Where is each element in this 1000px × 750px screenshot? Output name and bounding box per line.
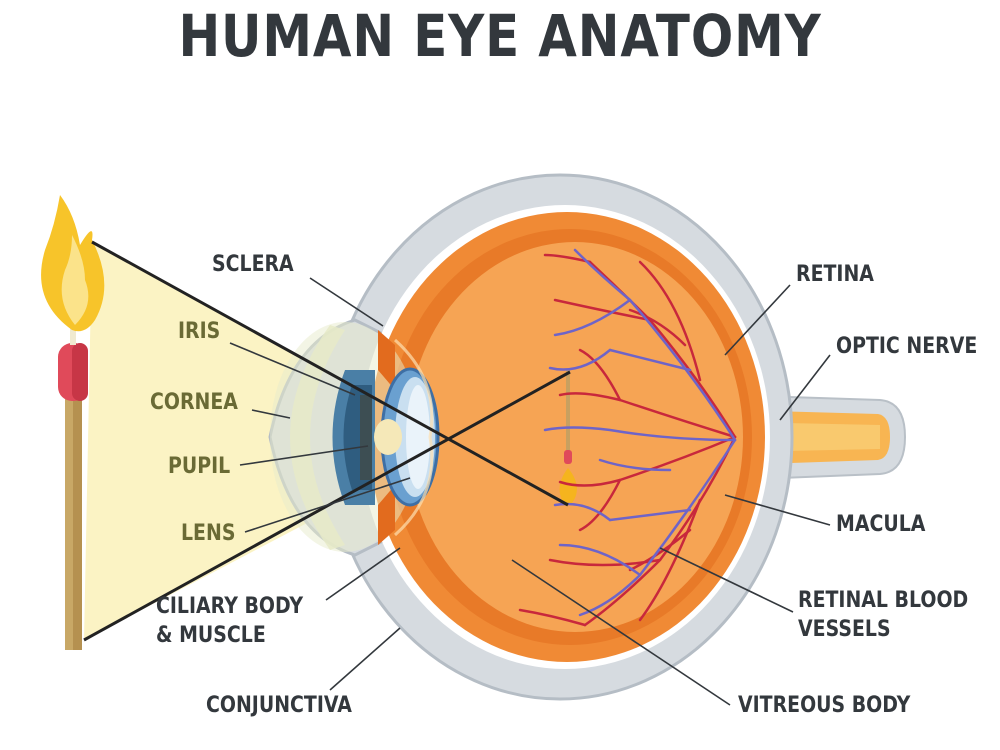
label-optic-nerve: OPTIC NERVE (836, 334, 978, 359)
retinal-blood-vessels (518, 253, 737, 627)
pupil (374, 419, 402, 455)
label-retinal-blood-vessels-line2: VESSELS (798, 617, 891, 642)
light-cone (84, 242, 370, 640)
label-retinal-blood-vessels-line1: RETINAL BLOOD (798, 588, 969, 613)
leader-lines (229, 277, 831, 706)
label-ciliary-body-line2: & MUSCLE (156, 623, 266, 648)
label-lens: LENS (181, 521, 236, 546)
label-cornea: CORNEA (150, 390, 238, 415)
light-ray-top (91, 240, 569, 507)
label-conjunctiva: CONJUNCTIVA (206, 693, 352, 718)
ciliary-body (378, 330, 395, 390)
label-iris: IRIS (178, 319, 221, 344)
label-ciliary-body-line1: CILIARY BODY (156, 594, 304, 619)
page-title: HUMAN EYE ANATOMY (178, 2, 822, 70)
label-macula: MACULA (836, 512, 926, 537)
vitreous-body (407, 242, 743, 632)
label-sclera: SCLERA (212, 252, 294, 277)
label-vitreous-body: VITREOUS BODY (738, 693, 911, 718)
label-pupil: PUPIL (168, 454, 231, 479)
inverted-flame (559, 468, 577, 505)
label-retina: RETINA (796, 262, 874, 287)
retinal-veins (543, 248, 737, 617)
